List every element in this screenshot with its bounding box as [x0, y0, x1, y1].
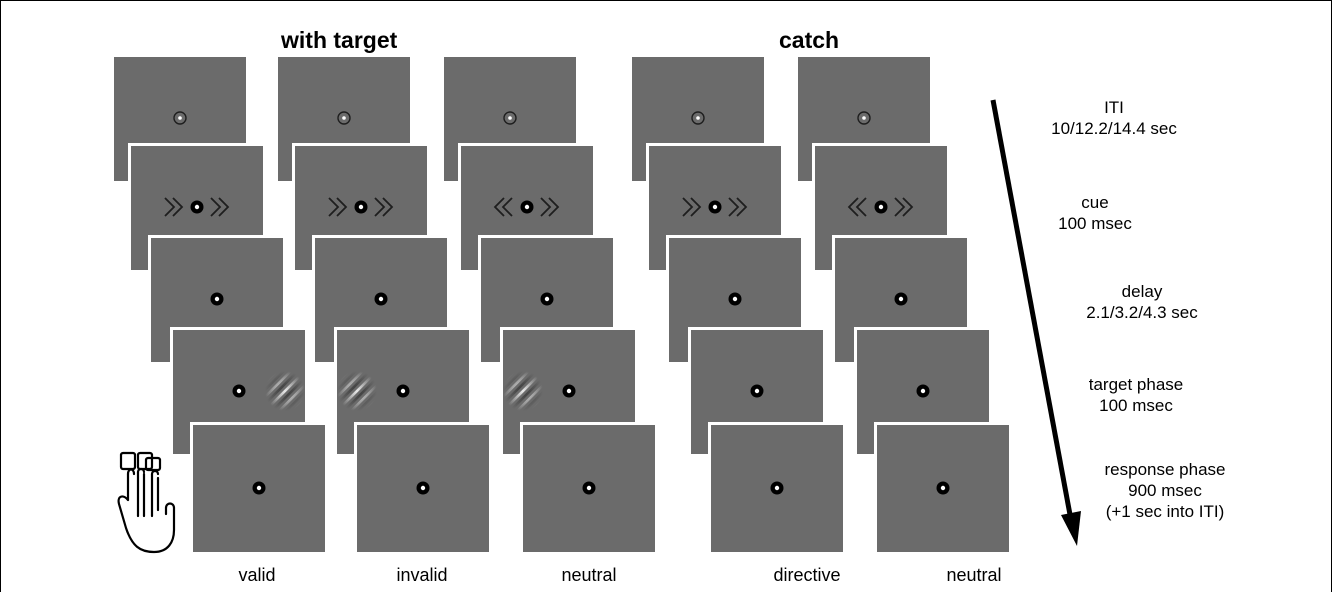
fixation-ring-icon: [857, 111, 871, 125]
phase-response-note: (+1 sec into ITI): [1105, 502, 1225, 521]
fixation-dot-icon: [190, 200, 204, 214]
cue-arrow-left-icon: [328, 197, 348, 217]
fixation-ring-icon: [173, 111, 187, 125]
cue-arrow-left-icon: [493, 197, 513, 217]
fixation-dot-icon: [520, 200, 534, 214]
column-label-directive: directive: [773, 565, 841, 585]
fixation-dot-icon: [874, 200, 888, 214]
fixation-dot-icon: [562, 384, 576, 398]
fixation-dot-icon: [252, 481, 266, 495]
column-label-valid: valid: [238, 565, 276, 585]
fixation-dot-icon: [728, 292, 742, 306]
phase-iti: ITI 10/12.2/14.4 sec: [1034, 97, 1194, 139]
phase-delay-duration: 2.1/3.2/4.3 sec: [1086, 303, 1198, 322]
fixation-dot-icon: [582, 481, 596, 495]
fixation-dot-icon: [894, 292, 908, 306]
phase-delay-name: delay: [1121, 282, 1163, 301]
cue-arrow-right-icon: [374, 197, 394, 217]
fixation-dot-icon: [708, 200, 722, 214]
phase-cue-name: cue: [1081, 193, 1109, 212]
gabor-target-icon: [503, 356, 558, 426]
hand-pressing-button-icon: [117, 451, 176, 554]
fixation-ring-icon: [691, 111, 705, 125]
fixation-dot-icon: [540, 292, 554, 306]
cue-arrow-left-icon: [682, 197, 702, 217]
cue-arrow-right-icon: [540, 197, 560, 217]
fixation-dot-icon: [396, 384, 410, 398]
screen-response-col5: [877, 425, 1009, 552]
fixation-dot-icon: [416, 481, 430, 495]
phase-response-name: response phase: [1104, 460, 1226, 479]
column-label-neutral-catch: neutral: [946, 565, 1002, 585]
gabor-target-icon: [337, 356, 392, 426]
phase-response-duration: 900 msec: [1128, 481, 1202, 500]
column-label-neutral: neutral: [561, 565, 617, 585]
cue-arrow-right-icon: [894, 197, 914, 217]
fixation-dot-icon: [232, 384, 246, 398]
screen-response-col4: [711, 425, 843, 552]
fixation-dot-icon: [770, 481, 784, 495]
phase-iti-name: ITI: [1104, 98, 1124, 117]
phase-response: response phase 900 msec (+1 sec into ITI…: [1080, 459, 1250, 522]
phase-target-name: target phase: [1088, 375, 1184, 394]
phase-cue: cue 100 msec: [1030, 192, 1160, 234]
phase-target-duration: 100 msec: [1099, 396, 1173, 415]
cue-arrow-left-icon: [847, 197, 867, 217]
fixation-dot-icon: [936, 481, 950, 495]
fixation-dot-icon: [750, 384, 764, 398]
phase-delay: delay 2.1/3.2/4.3 sec: [1057, 281, 1227, 323]
fixation-ring-icon: [503, 111, 517, 125]
cue-arrow-right-icon: [728, 197, 748, 217]
gabor-target-icon: [250, 356, 305, 426]
header-with-target: with target: [281, 27, 398, 53]
screen-response-col3: [523, 425, 655, 552]
phase-cue-duration: 100 msec: [1058, 214, 1132, 233]
header-catch: catch: [779, 27, 840, 53]
cue-arrow-right-icon: [210, 197, 230, 217]
fixation-dot-icon: [374, 292, 388, 306]
column-label-invalid: invalid: [396, 565, 448, 585]
fixation-dot-icon: [210, 292, 224, 306]
screen-response-col2: [357, 425, 489, 552]
phase-target: target phase 100 msec: [1066, 374, 1206, 416]
phase-iti-duration: 10/12.2/14.4 sec: [1051, 119, 1177, 138]
cue-arrow-left-icon: [164, 197, 184, 217]
screen-response-col1: [193, 425, 325, 552]
fixation-ring-icon: [337, 111, 351, 125]
fixation-dot-icon: [916, 384, 930, 398]
fixation-dot-icon: [354, 200, 368, 214]
